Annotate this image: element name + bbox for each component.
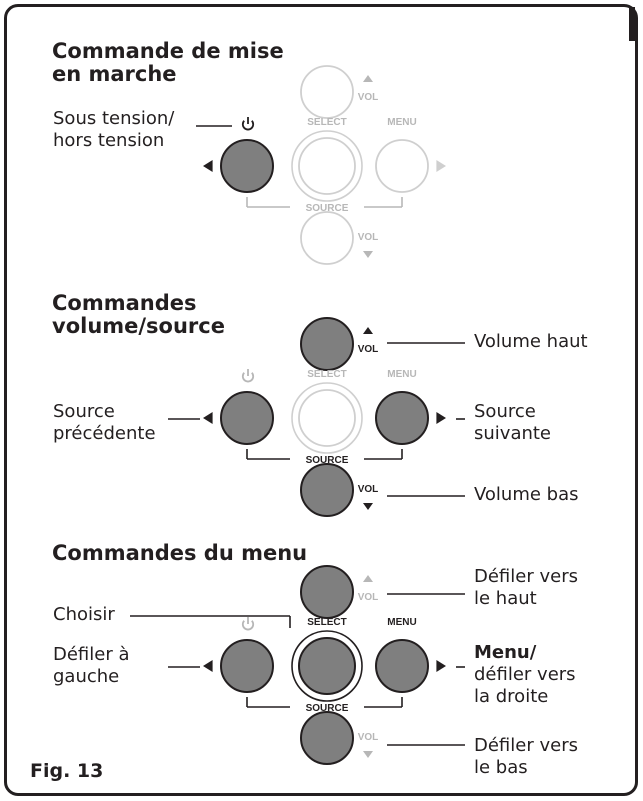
p3-menu-button — [375, 639, 429, 693]
p2-vol-down-label: VOL — [358, 484, 379, 495]
p2-menu-button — [375, 391, 429, 445]
callout-scroll-down: Défiler vers le bas — [474, 735, 578, 778]
p2-select-button — [298, 389, 356, 447]
p1-menu-label: MENU — [387, 117, 416, 128]
callout-vol-down: Volume bas — [474, 484, 579, 505]
p2-source-label: SOURCE — [306, 455, 349, 466]
p1-select-button — [298, 137, 356, 195]
p1-right-arrow — [436, 160, 446, 172]
callout-vol-up: Volume haut — [474, 331, 588, 352]
p1-left-arrow — [203, 160, 213, 172]
p2-right-arrow — [436, 412, 446, 424]
p3-right-arrow — [436, 660, 446, 672]
p3-vol-down-arrow — [363, 751, 373, 758]
callout-prev-source: Source précédente — [53, 401, 156, 444]
p2-vol-down-button — [300, 463, 354, 517]
callout-choose: Choisir — [53, 604, 115, 625]
p2-vol-up-label: VOL — [358, 344, 379, 355]
figure-label: Fig. 13 — [30, 760, 104, 782]
panel-1-heading: Commande de mise en marche — [52, 39, 284, 86]
p3-vol-up-button — [300, 565, 354, 619]
p2-left-arrow — [203, 412, 213, 424]
p3-vol-up-label: VOL — [358, 592, 379, 603]
p2-power-button — [220, 391, 274, 445]
p1-vol-up-button — [300, 65, 354, 119]
p1-vol-down-label: VOL — [358, 232, 379, 243]
panel-3-heading: Commandes du menu — [52, 541, 308, 565]
p1-power-button — [220, 139, 274, 193]
p3-vol-up-arrow — [363, 575, 373, 582]
p3-vol-down-button — [300, 711, 354, 765]
p3-vol-down-label: VOL — [358, 732, 379, 743]
frame-corner-tick — [629, 7, 635, 41]
p3-select-ring — [291, 630, 363, 702]
p1-vol-up-label: VOL — [358, 92, 379, 103]
p2-vol-down-arrow — [363, 503, 373, 510]
p3-select-button — [298, 637, 356, 695]
p3-power-icon-ring — [241, 620, 255, 631]
p1-vol-down-arrow — [363, 251, 373, 258]
callout-menu: Menu/ défiler vers la droite — [474, 642, 576, 707]
p2-select-label: SELECT — [307, 369, 346, 380]
p1-power-icon-ring — [241, 120, 255, 131]
p1-vol-up-arrow — [363, 75, 373, 82]
p2-vol-up-button — [300, 317, 354, 371]
p3-source-label: SOURCE — [306, 703, 349, 714]
p2-menu-label: MENU — [387, 369, 416, 380]
p1-select-ring — [291, 130, 363, 202]
p3-menu-label: MENU — [387, 617, 416, 628]
p3-left-arrow — [203, 660, 213, 672]
p1-menu-button — [375, 139, 429, 193]
p3-select-label: SELECT — [307, 617, 346, 628]
p2-select-ring — [291, 382, 363, 454]
figure-frame — [4, 4, 638, 796]
p1-vol-down-button — [300, 211, 354, 265]
callout-power: Sous tension/ hors tension — [53, 108, 175, 151]
callout-next-source: Source suivante — [474, 401, 552, 444]
p1-select-label: SELECT — [307, 117, 346, 128]
p2-power-icon-ring — [241, 372, 255, 383]
panel-2-heading: Commandes volume/source — [52, 291, 225, 338]
p1-source-label: SOURCE — [306, 203, 349, 214]
p3-power-button — [220, 639, 274, 693]
callout-scroll-up: Défiler vers le haut — [474, 566, 578, 609]
p2-vol-up-arrow — [363, 327, 373, 334]
callout-scroll-left: Défiler à gauche — [53, 644, 130, 687]
